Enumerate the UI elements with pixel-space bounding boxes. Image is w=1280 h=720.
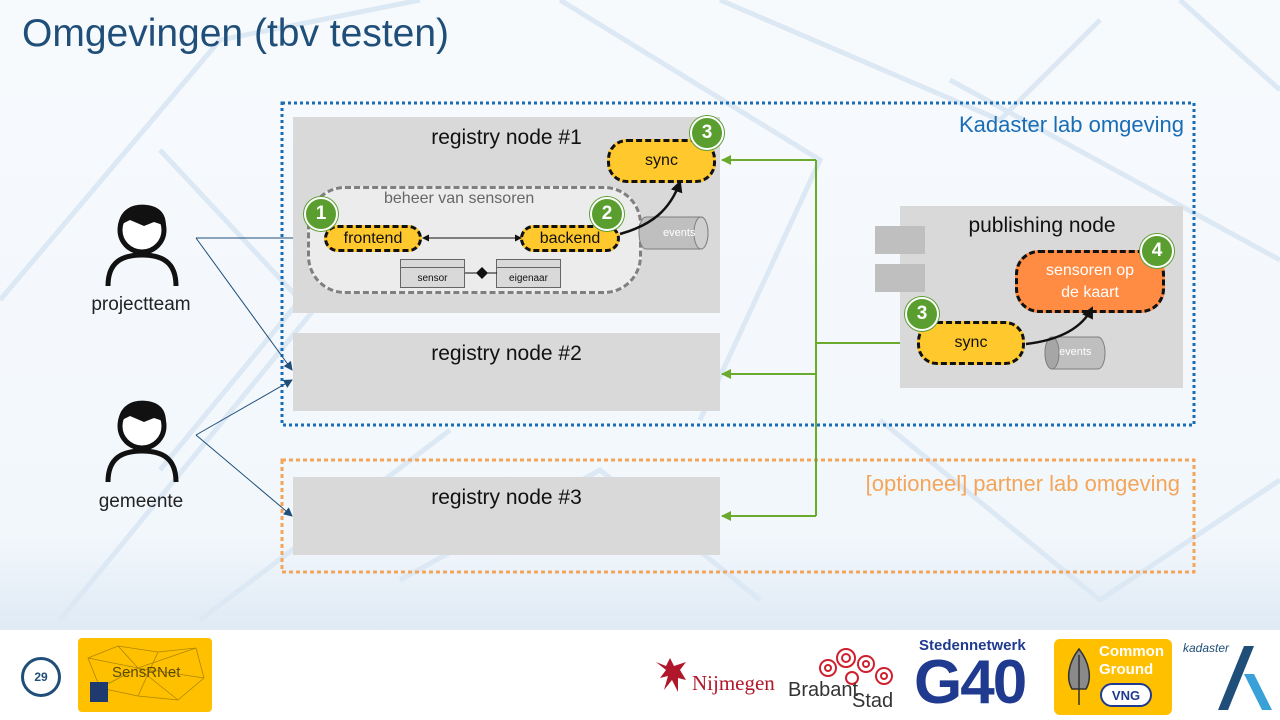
backend-sync-arrow: [619, 180, 683, 236]
publishing-side-block-2: [875, 264, 925, 292]
badge-app: 4: [1140, 234, 1174, 268]
g40-logo-text: G40: [914, 648, 1027, 717]
kadaster-zone-label: Kadaster lab omgeving: [958, 112, 1184, 137]
kadaster-k-icon: [1218, 646, 1272, 710]
registry-node-3: [293, 477, 720, 555]
badge-sync-publishing: 3: [905, 297, 939, 331]
registry-node-2: [293, 333, 720, 411]
badge-sync-registry: 3: [690, 116, 724, 150]
publishing-node-title: publishing node: [968, 214, 1116, 237]
gemeente-label: gemeente: [98, 491, 184, 512]
events-store-publishing: [1044, 336, 1106, 370]
page-title: Omgevingen (tbv testen): [22, 12, 450, 55]
events-label-registry: events: [663, 227, 696, 239]
app-label: sensoren op de kaart: [1045, 261, 1135, 301]
registry-node-3-title: registry node #3: [431, 486, 582, 509]
brabantstad-logo-text-2: Stad: [852, 690, 894, 712]
g40-logo-top-text: Stedennetwerk: [919, 637, 1026, 654]
entity-relation: [465, 267, 497, 279]
sync-publishing-label: sync: [954, 334, 988, 351]
registry-node-1-title: registry node #1: [431, 126, 582, 149]
diagram-connectors: [195, 101, 1196, 574]
events-label-publishing: events: [1059, 346, 1092, 358]
backend-component: backend: [520, 225, 620, 252]
sync-app-arrow: [1025, 306, 1094, 346]
sensor-entity-label: sensor: [417, 272, 448, 284]
projectteam-person-icon: [105, 204, 179, 287]
sensor-entity: sensor: [400, 259, 465, 288]
events-store-registry: [638, 216, 709, 250]
common-ground-logo: Common Ground VNG: [1054, 639, 1172, 715]
frontend-component: frontend: [324, 225, 422, 252]
nijmegen-logo-text: Nijmegen: [692, 671, 775, 695]
sync-registry-1-label: sync: [645, 152, 678, 169]
frontend-label: frontend: [343, 229, 403, 247]
eigenaar-entity-label: eigenaar: [509, 272, 548, 284]
sync-publishing: sync: [917, 321, 1025, 365]
page-number: 29: [34, 670, 48, 684]
badge-frontend: 1: [304, 197, 338, 231]
brabantstad-dots-icon: [819, 648, 893, 685]
projectteam-label: projectteam: [91, 294, 191, 315]
sensrnet-logo-text: SensRNet: [112, 664, 181, 681]
common-ground-text-1: Common: [1099, 643, 1164, 660]
kadaster-logo-text: kadaster: [1183, 641, 1230, 655]
nijmegen-emblem-icon: [656, 658, 686, 692]
eigenaar-entity: eigenaar: [496, 259, 561, 288]
gemeente-person-icon: [105, 400, 179, 483]
tree-icon: [1067, 647, 1091, 705]
publishing-side-block-1: [875, 226, 925, 254]
frontend-backend-arrow: [422, 234, 522, 242]
beheer-label: beheer van sensoren: [384, 190, 535, 207]
sensrnet-logo: SensRNet: [78, 638, 212, 712]
sync-registry-1: sync: [607, 139, 716, 183]
registry-node-2-title: registry node #2: [431, 342, 582, 365]
vng-text: VNG: [1111, 687, 1141, 703]
common-ground-text-2: Ground: [1099, 661, 1154, 678]
page-number-badge: 29: [21, 657, 61, 697]
vng-badge: VNG: [1100, 683, 1152, 707]
partner-zone-label: [optioneel] partner lab omgeving: [865, 471, 1180, 496]
brabantstad-logo-text-1: Brabant: [788, 679, 859, 701]
partner-zone: [280, 458, 1196, 574]
badge-backend: 2: [590, 197, 624, 231]
kadaster-zone: [280, 101, 1196, 427]
backend-label: backend: [539, 229, 601, 247]
